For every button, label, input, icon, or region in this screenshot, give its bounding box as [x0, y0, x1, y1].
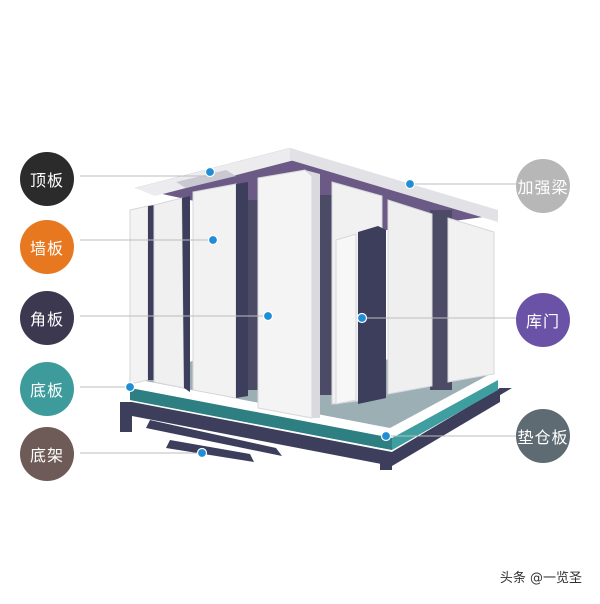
label-base-frame: 底架 — [20, 427, 74, 481]
watermark: 头条 @一览圣 — [499, 571, 582, 586]
label-wall-panel: 墙板 — [20, 220, 74, 274]
label-floor-panel: 底板 — [20, 362, 74, 416]
label-wall-panel-text: 墙板 — [29, 239, 64, 258]
leader-top-panel-dot — [204, 166, 216, 178]
label-reinforcing-beam-text: 加强梁 — [517, 178, 569, 197]
leader-wall-panel-dot — [207, 234, 219, 246]
leader-reinforcing-beam-dot — [404, 178, 416, 190]
label-reinforcing-beam: 加强梁 — [516, 159, 570, 213]
leader-pad-board-dot — [380, 430, 392, 442]
label-storage-door: 库门 — [516, 293, 570, 347]
leader-floor-panel-dot — [124, 381, 136, 393]
label-pad-board: 垫仓板 — [516, 409, 570, 463]
label-storage-door-text: 库门 — [525, 312, 560, 331]
label-base-frame-text: 底架 — [29, 446, 64, 465]
label-corner-panel-text: 角板 — [29, 310, 64, 329]
wall-panels — [129, 169, 495, 419]
label-top-panel-text: 顶板 — [29, 171, 64, 190]
label-pad-board-text: 垫仓板 — [517, 428, 569, 447]
leader-corner-panel-dot — [262, 310, 274, 322]
leader-lines — [80, 166, 516, 459]
label-top-panel: 顶板 — [20, 152, 74, 206]
label-floor-panel-text: 底板 — [29, 381, 64, 400]
leader-storage-door-dot — [356, 312, 368, 324]
leader-base-frame-dot — [196, 447, 208, 459]
label-corner-panel: 角板 — [20, 291, 74, 345]
